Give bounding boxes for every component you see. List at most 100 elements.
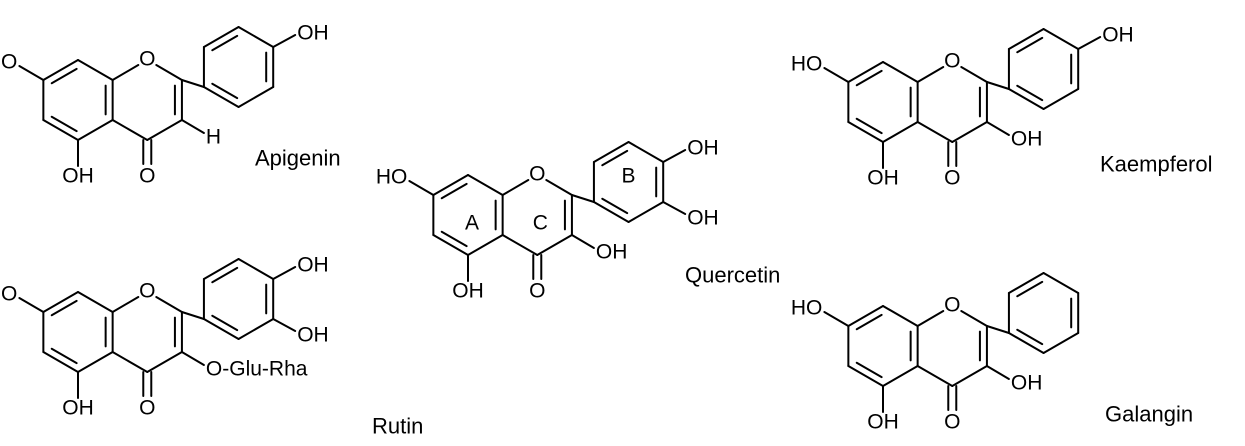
double-bond	[1016, 280, 1044, 298]
compound-name-apigenin: Apigenin	[255, 146, 341, 171]
double-bond	[50, 299, 78, 317]
ring-oxygen: O	[529, 163, 545, 186]
bond	[467, 234, 504, 256]
carbonyl-oxygen: O	[139, 165, 155, 188]
carbonyl-oxygen: O	[944, 411, 960, 434]
double-bond	[855, 117, 883, 135]
carbonyl-oxygen: O	[139, 397, 155, 420]
hydroxyl-5: OH	[62, 397, 94, 420]
double-bond	[601, 197, 629, 215]
bond	[180, 79, 205, 88]
bond	[237, 258, 275, 280]
hydroxyl-5: OH	[62, 165, 94, 188]
bond	[823, 67, 850, 83]
bond	[77, 119, 114, 141]
bond	[180, 351, 205, 366]
bond	[985, 81, 1010, 90]
hydroxyl-4prime: OH	[687, 137, 719, 160]
bond	[77, 59, 114, 81]
bond	[545, 179, 573, 196]
hydroxyl-3prime: OH	[687, 207, 719, 230]
hydroxyl-3: OH	[596, 241, 628, 264]
bond	[432, 234, 469, 256]
bond	[18, 297, 45, 313]
bond	[627, 141, 665, 163]
bond	[1042, 332, 1080, 354]
bond	[570, 234, 595, 249]
double-bond	[440, 230, 468, 248]
double-bond	[50, 347, 78, 365]
hydroxyl-3prime: OH	[297, 324, 329, 347]
bond	[1007, 88, 1045, 110]
bond	[951, 121, 988, 143]
bond	[847, 365, 884, 387]
bond	[180, 119, 205, 134]
bond	[111, 296, 140, 313]
bond	[111, 64, 140, 81]
bond	[202, 258, 240, 280]
compound-name-kaempferol: Kaempferol	[1100, 152, 1213, 177]
bond	[951, 365, 988, 387]
compound-name-galangin: Galangin	[1105, 402, 1193, 427]
ring-label-b: B	[622, 165, 636, 188]
double-bond	[211, 82, 239, 100]
bond	[111, 351, 149, 373]
bond	[1042, 88, 1080, 110]
bond	[536, 234, 573, 256]
bond	[237, 26, 275, 48]
double-bond	[440, 182, 468, 200]
double-bond	[855, 313, 883, 331]
bond	[18, 65, 45, 81]
bond	[501, 179, 530, 196]
hydroxyl-4prime: OH	[1102, 24, 1134, 47]
bond	[111, 119, 149, 141]
bond	[916, 365, 954, 387]
double-bond	[855, 69, 883, 87]
bond	[662, 149, 687, 163]
bond	[1007, 272, 1045, 294]
bond	[662, 201, 687, 215]
bond	[202, 26, 240, 48]
bond	[1077, 36, 1102, 50]
bond	[882, 121, 919, 143]
bond	[202, 318, 240, 340]
bond	[916, 66, 945, 83]
hydroxyl-7: HO	[791, 297, 823, 320]
double-bond	[1016, 84, 1044, 102]
bond	[882, 61, 919, 83]
carbonyl-oxygen: O	[529, 280, 545, 303]
ring-oxygen: O	[944, 50, 960, 73]
ring-oxygen: O	[944, 294, 960, 317]
bond	[146, 119, 183, 141]
bond	[916, 121, 954, 143]
hydroxyl-4prime: OH	[297, 22, 329, 45]
carbonyl-oxygen: O	[944, 167, 960, 190]
bond	[42, 351, 79, 373]
ring-oxygen: O	[139, 280, 155, 303]
bond	[592, 201, 630, 223]
bond	[272, 318, 297, 332]
hydroxyl-7: HO	[0, 51, 17, 74]
bond	[146, 351, 183, 373]
bond	[985, 365, 1010, 380]
ring-label-a: A	[465, 212, 479, 235]
bond	[960, 66, 988, 83]
bond	[847, 61, 884, 83]
bond	[237, 318, 275, 340]
bond	[847, 121, 884, 143]
bond	[180, 311, 205, 320]
hydroxyl-7: HO	[791, 53, 823, 76]
double-bond	[1016, 328, 1044, 346]
compound-name-quercetin: Quercetin	[685, 263, 780, 288]
double-bond	[601, 149, 629, 167]
hydrogen-3: H	[206, 126, 221, 149]
bond	[882, 365, 919, 387]
bond	[823, 311, 850, 327]
bond	[155, 296, 183, 313]
bond	[77, 291, 114, 313]
double-bond	[50, 115, 78, 133]
